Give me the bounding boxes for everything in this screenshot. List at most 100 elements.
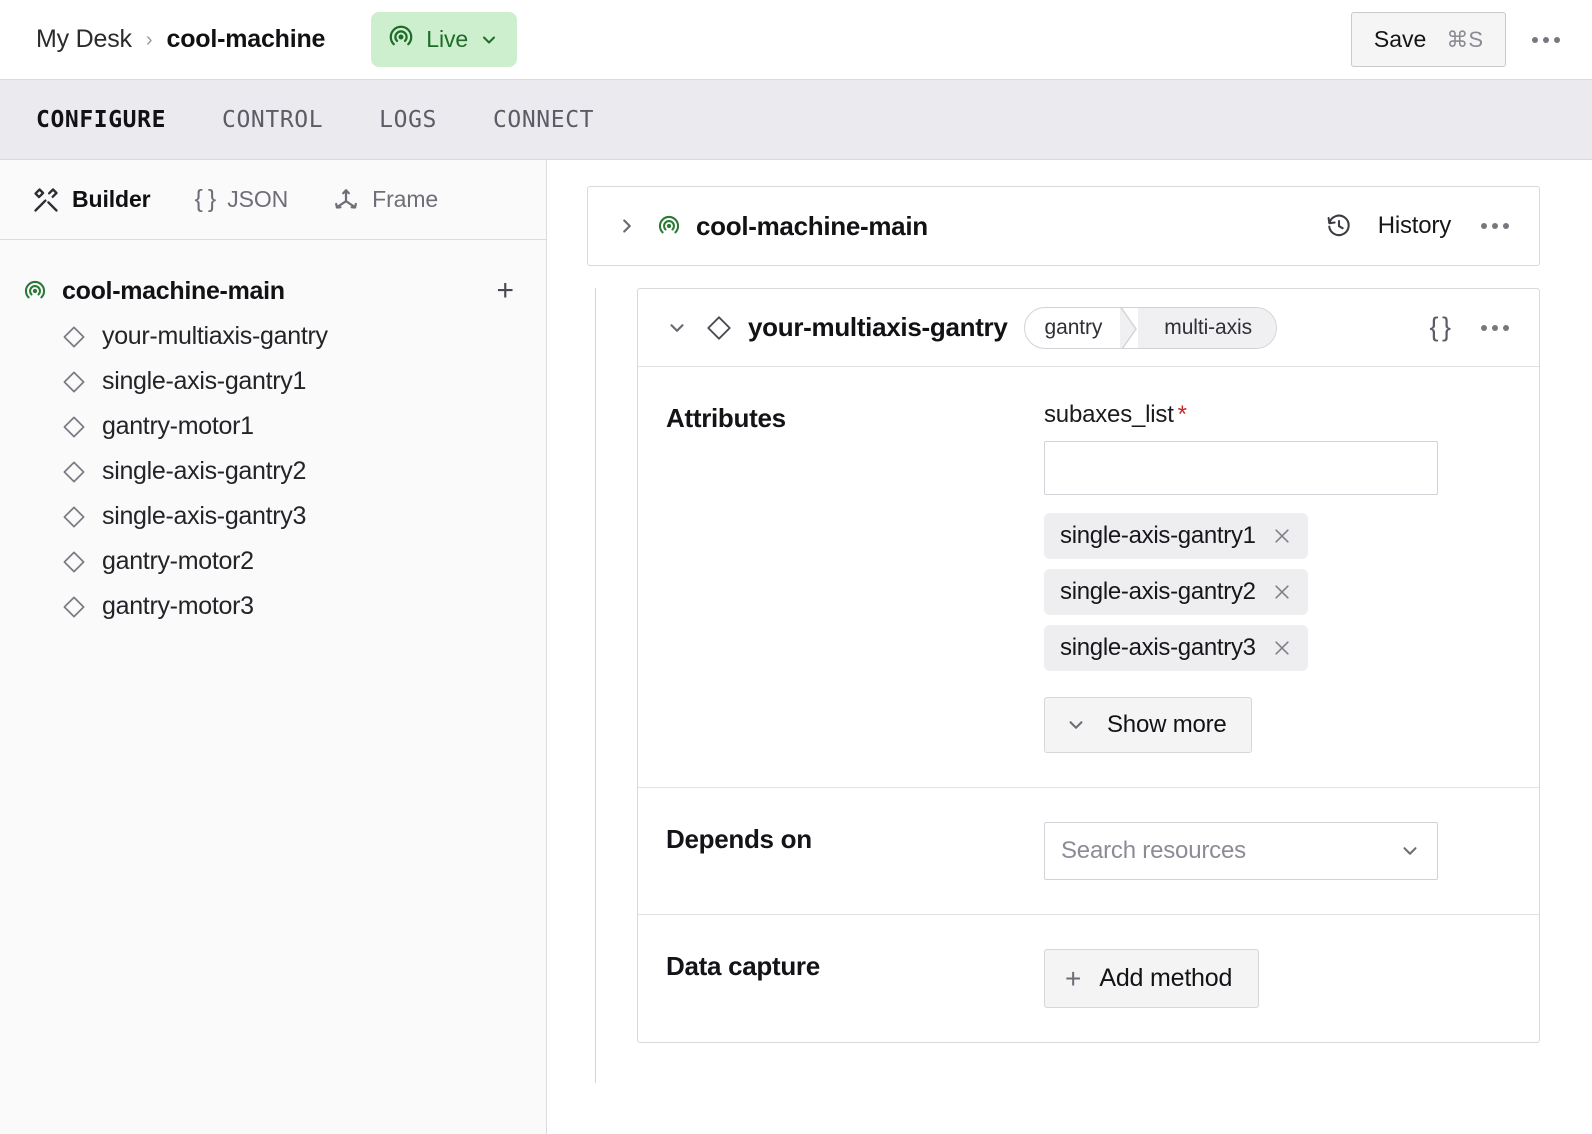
field-label-subaxes-list: subaxes_list* — [1044, 401, 1517, 429]
chip-label: single-axis-gantry3 — [1060, 634, 1256, 661]
chevron-down-icon — [1399, 840, 1421, 862]
diamond-icon — [62, 370, 86, 394]
breadcrumb: My Desk › cool-machine — [36, 25, 325, 54]
show-more-button[interactable]: Show more — [1044, 697, 1252, 753]
resource-card-your-multiaxis-gantry: your-multiaxis-gantry gantry multi-axis … — [637, 288, 1540, 1043]
more-options-icon[interactable] — [1524, 27, 1568, 53]
data-capture-body: + Add method — [1044, 949, 1517, 1008]
breadcrumb-separator-icon: › — [145, 28, 153, 51]
section-attributes: Attributes subaxes_list* single-axis-gan… — [638, 367, 1539, 788]
sidebar-mode-frame-label: Frame — [372, 186, 439, 212]
broadcast-icon — [656, 213, 682, 239]
live-status-dropdown[interactable]: Live — [371, 12, 518, 67]
sidebar-mode-switcher: Builder { } JSON Frame — [0, 160, 546, 240]
breadcrumb-current: cool-machine — [166, 25, 326, 53]
sidebar-item-single-axis-gantry2[interactable]: single-axis-gantry2 — [0, 449, 546, 494]
save-button[interactable]: Save ⌘S — [1350, 12, 1506, 67]
tab-control[interactable]: CONTROL — [222, 106, 324, 133]
chip-single-axis-gantry1[interactable]: single-axis-gantry1 — [1044, 513, 1308, 559]
tree-root-cool-machine-main[interactable]: cool-machine-main + — [0, 268, 546, 314]
add-method-label: Add method — [1099, 964, 1233, 992]
nested-resource-wrapper: your-multiaxis-gantry gantry multi-axis … — [587, 288, 1540, 1083]
machine-summary-card: cool-machine-main History — [587, 186, 1540, 266]
sidebar-item-gantry-motor3[interactable]: gantry-motor3 — [0, 584, 546, 629]
primary-tab-bar: CONFIGURE CONTROL LOGS CONNECT — [0, 80, 1592, 160]
list-item-label: gantry-motor1 — [102, 412, 254, 440]
resource-card-actions: { } — [1429, 314, 1517, 341]
diamond-icon — [706, 315, 732, 341]
tree-connector-line — [595, 288, 596, 1083]
chip-single-axis-gantry3[interactable]: single-axis-gantry3 — [1044, 625, 1308, 671]
plus-icon: + — [1065, 962, 1082, 994]
search-resources-select[interactable]: Search resources — [1044, 822, 1438, 880]
axes-icon — [332, 186, 360, 214]
resource-type-api: gantry — [1044, 315, 1103, 339]
sidebar-mode-builder[interactable]: Builder — [32, 186, 151, 214]
diamond-icon — [62, 415, 86, 439]
page-title: cool-machine-main — [696, 210, 928, 241]
chevron-down-icon — [1065, 714, 1087, 736]
sidebar-item-gantry-motor1[interactable]: gantry-motor1 — [0, 404, 546, 449]
section-depends-on: Depends on Search resources — [638, 788, 1539, 915]
tools-icon — [32, 186, 60, 214]
more-options-icon[interactable] — [1473, 315, 1517, 341]
subaxes-chip-list: single-axis-gantry1 single-axis-gantry2 … — [1044, 513, 1517, 671]
tree-root-label: cool-machine-main — [62, 276, 285, 305]
diamond-icon — [62, 460, 86, 484]
section-data-capture: Data capture + Add method — [638, 915, 1539, 1042]
sidebar-item-single-axis-gantry3[interactable]: single-axis-gantry3 — [0, 494, 546, 539]
diamond-icon — [62, 595, 86, 619]
braces-icon[interactable]: { } — [1429, 312, 1451, 342]
chip-label: single-axis-gantry2 — [1060, 578, 1256, 605]
machine-card-actions: History — [1322, 206, 1517, 246]
chip-single-axis-gantry2[interactable]: single-axis-gantry2 — [1044, 569, 1308, 615]
diamond-icon — [62, 550, 86, 574]
add-resource-icon[interactable]: + — [496, 274, 514, 307]
chevron-right-icon[interactable] — [616, 215, 638, 237]
show-more-label: Show more — [1107, 711, 1227, 738]
list-item-label: gantry-motor3 — [102, 592, 254, 620]
resource-card-header: your-multiaxis-gantry gantry multi-axis … — [638, 289, 1539, 367]
add-method-button[interactable]: + Add method — [1044, 949, 1260, 1008]
chip-label: single-axis-gantry1 — [1060, 522, 1256, 549]
broadcast-icon — [387, 23, 415, 56]
save-button-label: Save — [1373, 26, 1427, 52]
sidebar-mode-builder-label: Builder — [72, 186, 151, 212]
section-label-depends-on: Depends on — [666, 824, 812, 854]
save-shortcut-label: ⌘S — [1446, 26, 1483, 52]
section-label-data-capture: Data capture — [666, 951, 820, 981]
close-icon[interactable] — [1272, 526, 1292, 546]
list-item-label: gantry-motor2 — [102, 547, 254, 575]
resource-tree: cool-machine-main + your-multiaxis-gantr… — [0, 240, 546, 629]
chevron-down-icon[interactable] — [666, 317, 688, 339]
subaxes-list-input[interactable] — [1044, 441, 1438, 495]
tab-connect[interactable]: CONNECT — [492, 106, 595, 133]
history-button[interactable]: History — [1322, 206, 1455, 246]
sidebar-item-your-multiaxis-gantry[interactable]: your-multiaxis-gantry — [0, 314, 546, 359]
sidebar-mode-json[interactable]: { } JSON — [195, 186, 289, 213]
required-marker: * — [1177, 401, 1187, 428]
search-resources-placeholder: Search resources — [1061, 837, 1246, 864]
attributes-body: subaxes_list* single-axis-gantry1 single… — [1044, 401, 1517, 753]
sidebar-item-single-axis-gantry1[interactable]: single-axis-gantry1 — [0, 359, 546, 404]
close-icon[interactable] — [1272, 582, 1292, 602]
close-icon[interactable] — [1272, 638, 1292, 658]
sidebar: Builder { } JSON Frame — [0, 160, 547, 1134]
resource-type-model: multi-axis — [1138, 307, 1276, 348]
tab-configure[interactable]: CONFIGURE — [36, 106, 167, 133]
tab-logs[interactable]: LOGS — [379, 106, 437, 133]
breadcrumb-root[interactable]: My Desk — [36, 25, 132, 53]
sidebar-mode-frame[interactable]: Frame — [332, 186, 438, 214]
field-label-text: subaxes_list — [1044, 401, 1174, 428]
configure-panel: cool-machine-main History — [547, 160, 1592, 1134]
chevron-down-icon — [479, 30, 499, 50]
diamond-icon — [62, 325, 86, 349]
sidebar-item-gantry-motor2[interactable]: gantry-motor2 — [0, 539, 546, 584]
depends-on-body: Search resources — [1044, 822, 1517, 880]
topbar-actions: Save ⌘S — [1350, 12, 1568, 67]
resource-title: your-multiaxis-gantry — [748, 312, 1008, 342]
diamond-icon — [62, 505, 86, 529]
history-icon — [1326, 213, 1352, 239]
more-options-icon[interactable] — [1473, 213, 1517, 239]
braces-icon: { } — [194, 185, 217, 213]
